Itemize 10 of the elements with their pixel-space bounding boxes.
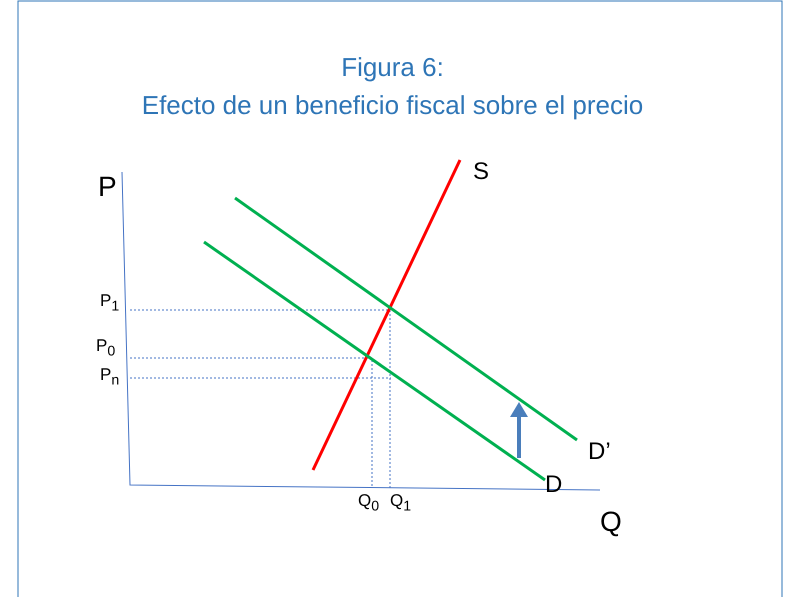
- axis-label: Q: [600, 508, 622, 536]
- axis-label: P: [98, 173, 117, 201]
- tick-label: Q$_{0}$: [358, 492, 380, 514]
- curve-label: S: [473, 160, 490, 184]
- tick-label: Q$_{1}$: [390, 492, 412, 514]
- tick-label: P$_{1}$: [100, 292, 120, 314]
- curve-label: D’: [588, 440, 611, 464]
- tick-label: P$_{0}$: [96, 337, 116, 359]
- title: Figura 6: Efecto de un beneficio fiscal sobre el precio: [140, 51, 644, 122]
- tick-label: P$_{n}$: [100, 366, 120, 388]
